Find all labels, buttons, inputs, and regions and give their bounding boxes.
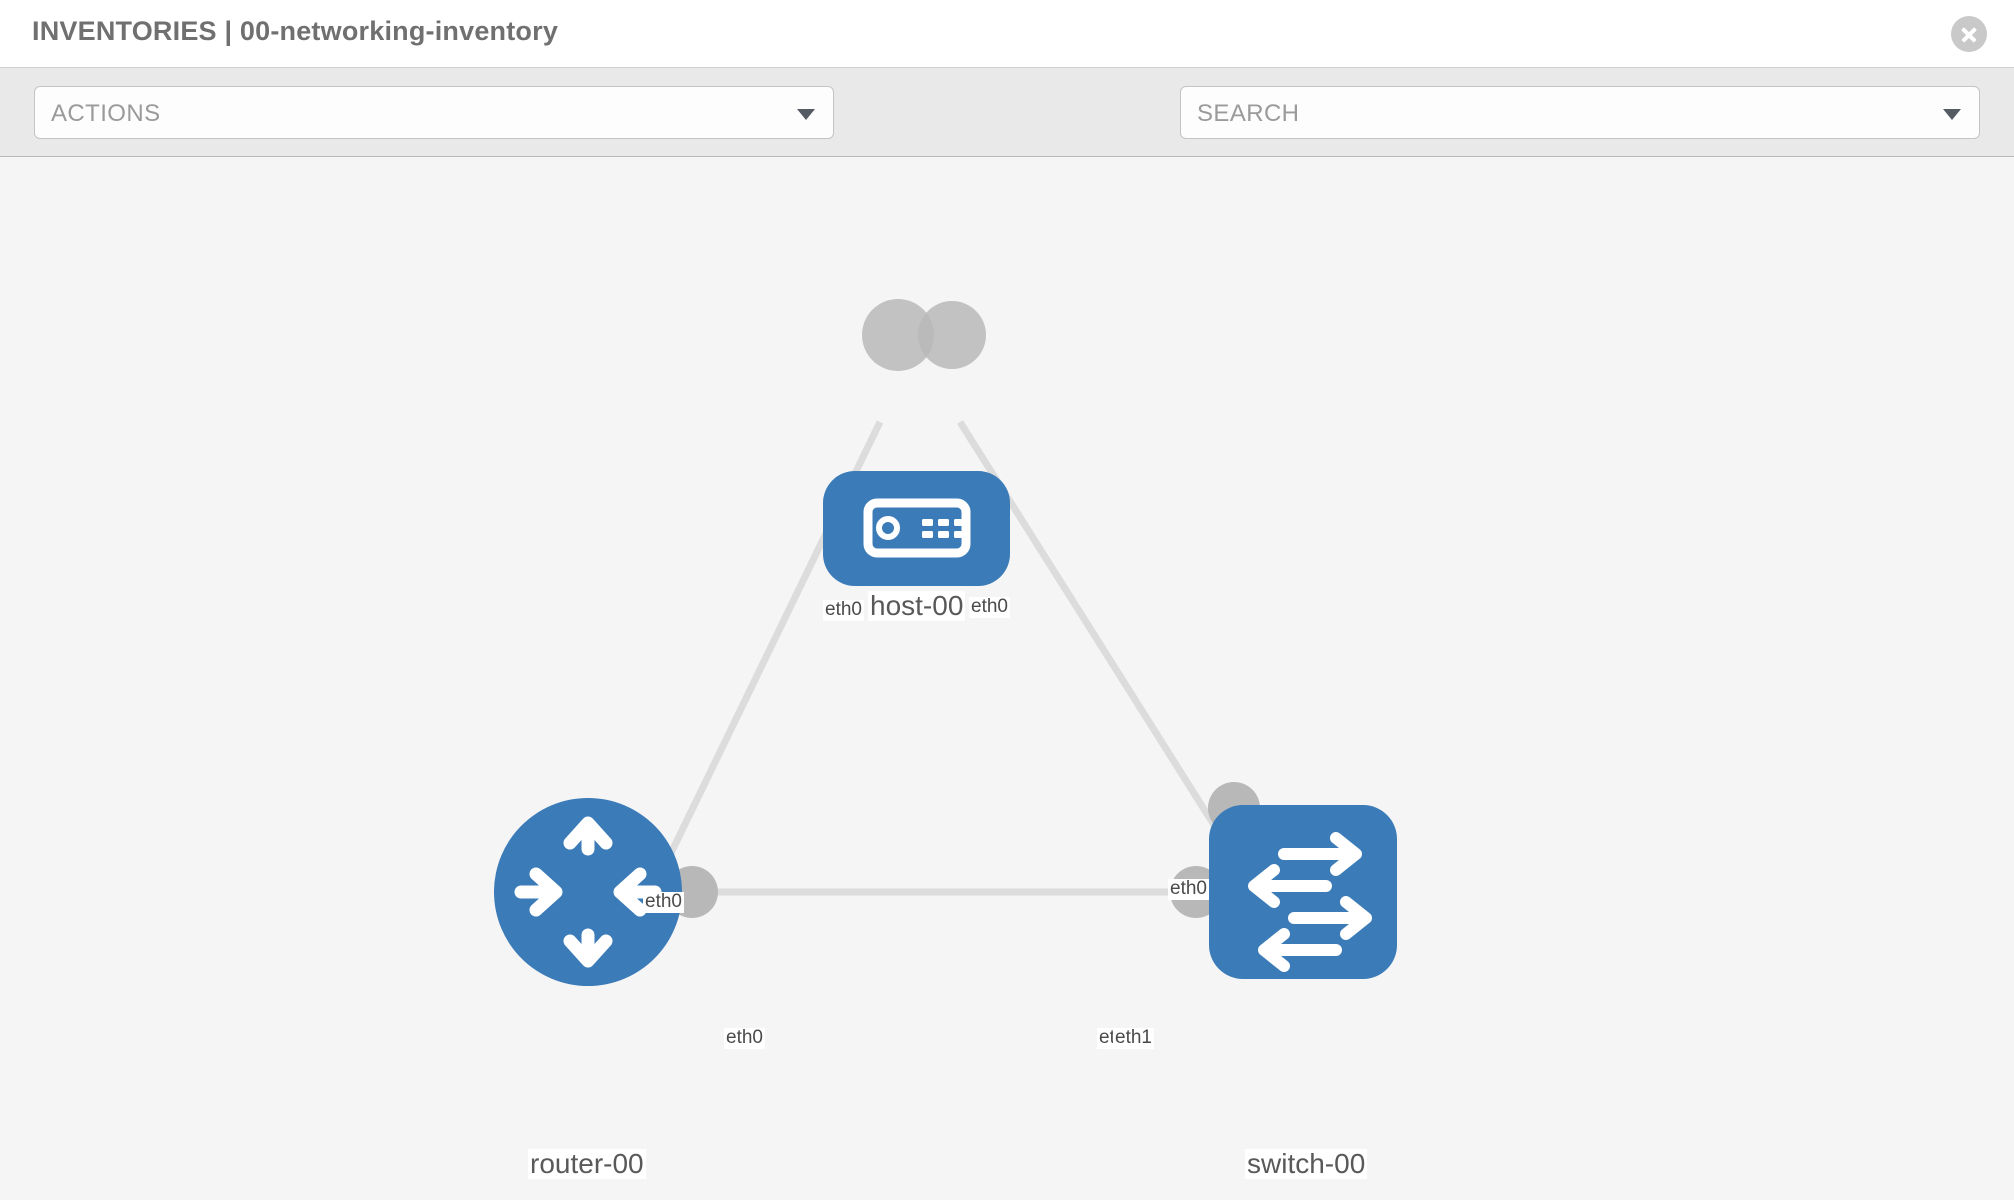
search-input[interactable]: SEARCH [1180, 86, 1980, 139]
search-input-value: SEARCH [1197, 100, 1300, 127]
port-host-right [918, 301, 986, 369]
node-label-router: router-00 [528, 1148, 646, 1180]
page-title: INVENTORIES | 00-networking-inventory [32, 16, 559, 46]
iface-label: eth0 [969, 596, 1010, 618]
iface-label: eth1 [1113, 1027, 1154, 1049]
chevron-down-icon [1943, 109, 1961, 120]
port-host-left [862, 299, 934, 371]
iface-label: eth0 [823, 599, 864, 621]
iface-label: eth0 [1168, 878, 1209, 900]
page-header: INVENTORIES | 00-networking-inventory [0, 0, 2014, 68]
node-host-00 [823, 471, 1010, 586]
iface-label: eth0 [643, 891, 684, 913]
node-label-host: host-00 [868, 590, 966, 622]
topology-canvas[interactable]: eth0 eth0 eth0 eth0 eth0 eth0 eth1 host-… [0, 157, 2014, 1200]
chevron-down-icon [797, 109, 815, 120]
actions-dropdown[interactable]: ACTIONS [34, 86, 834, 139]
node-label-switch: switch-00 [1245, 1148, 1368, 1180]
topology-graph [494, 299, 1397, 986]
actions-dropdown-label: ACTIONS [51, 100, 161, 127]
node-router-00 [494, 798, 682, 986]
iface-label: eth0 [724, 1027, 765, 1049]
close-icon[interactable] [1951, 16, 1987, 52]
node-switch-00 [1209, 805, 1397, 979]
toolbar: ACTIONS SEARCH [0, 68, 2014, 195]
